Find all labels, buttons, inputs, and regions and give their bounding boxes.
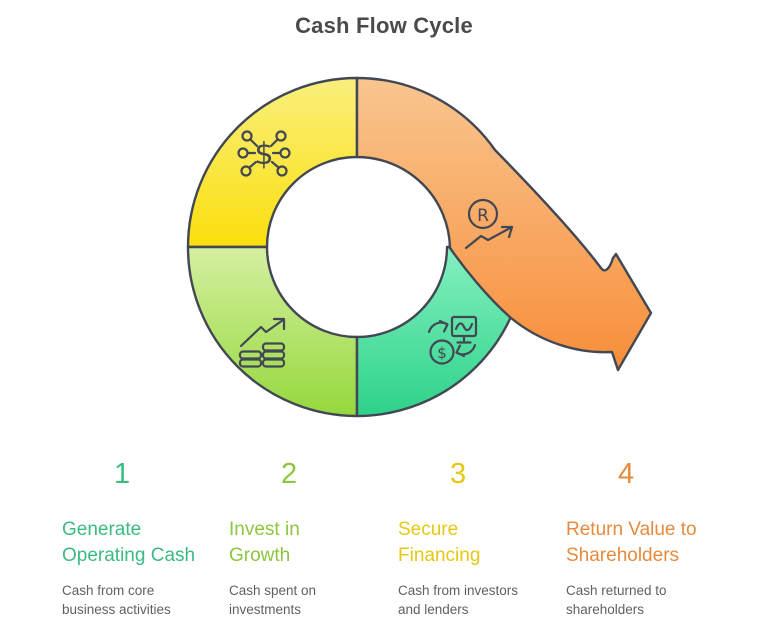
step-title: Return Value to Shareholders [566, 519, 697, 566]
step-column: 3 Secure Financing Cash from investors a… [398, 458, 568, 619]
step-title: Secure Financing [398, 519, 481, 566]
step-column: 2 Invest in Growth Cash spent on investm… [229, 458, 399, 619]
step-title: Invest in Growth [229, 519, 300, 566]
step-number: 2 [281, 458, 298, 490]
step-description: Cash spent on investments [229, 583, 317, 617]
coins-growth-icon [238, 317, 286, 368]
step-number: 1 [114, 458, 131, 490]
money-exchange-icon: $ [427, 315, 478, 365]
segment-invest-in-growth [186, 245, 359, 418]
step-description: Cash from investors and lenders [398, 583, 519, 617]
step-column: 4 Return Value to Shareholders Cash retu… [566, 458, 736, 619]
step-description: Cash returned to shareholders [566, 583, 667, 617]
steps-row: 1 Generate Operating Cash Cash from core… [0, 458, 768, 626]
step-number: 4 [618, 458, 635, 490]
cash-flow-cycle-diagram: $ $ [186, 76, 653, 418]
step-column: 1 Generate Operating Cash Cash from core… [62, 458, 232, 619]
segment-return-value-arrow [355, 76, 653, 372]
svg-text:R: R [477, 206, 489, 226]
step-number: 3 [450, 458, 467, 490]
page-title: Cash Flow Cycle [295, 13, 473, 38]
svg-text:$: $ [254, 137, 273, 172]
dollar-distribution-icon: $ [237, 130, 291, 177]
return-trend-icon: R [464, 198, 514, 250]
step-description: Cash from core business activities [62, 583, 171, 617]
svg-text:$: $ [437, 344, 447, 362]
step-title: Generate Operating Cash [62, 519, 196, 566]
